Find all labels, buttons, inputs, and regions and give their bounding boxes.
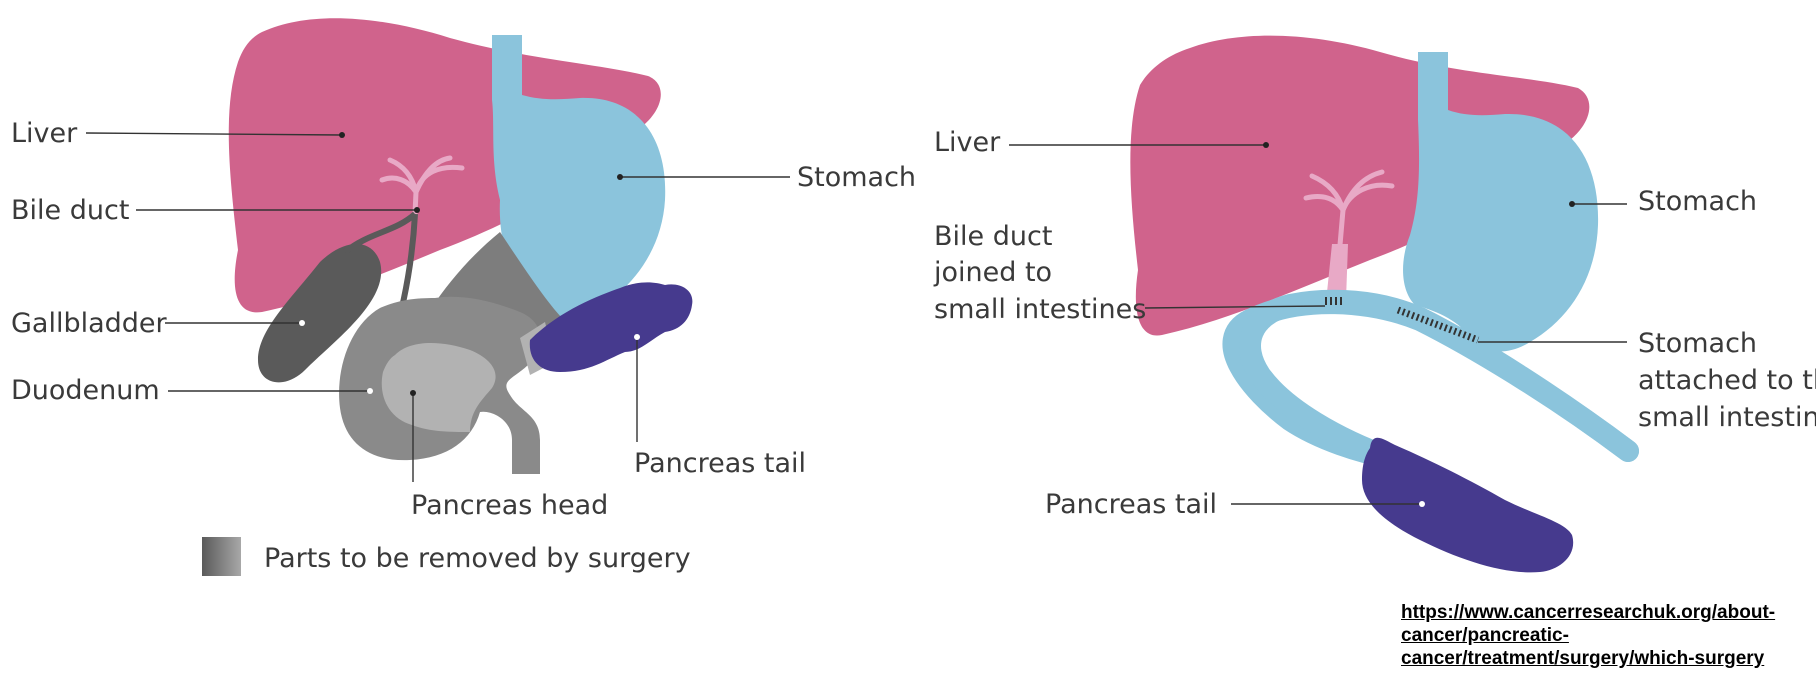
left-pancreas-head-shape [382,343,496,432]
source-link-line3[interactable]: cancer/treatment/surgery/which-surgery [1401,647,1816,670]
left-bile-duct-label: Bile duct [11,195,129,226]
left-stomach-label: Stomach [797,162,916,193]
right-liver-dot [1263,142,1269,148]
right-bile-duct-label-line1: Bile duct [934,221,1052,252]
right-stomach-attached-label-line3: small intestines [1638,402,1816,433]
left-pancreas-tail-dot [634,334,640,340]
left-stomach-dot [617,174,623,180]
right-stomach-label: Stomach [1638,186,1757,217]
legend-text: Parts to be removed by surgery [264,543,691,574]
left-gallbladder-label: Gallbladder [11,308,168,339]
left-liver-dot [339,132,345,138]
left-pancreas-head-dot [410,390,416,396]
source-link-line1[interactable]: https://www.cancerresearchuk.org/about- [1401,601,1816,624]
left-duodenum-label: Duodenum [11,375,160,406]
after-surgery-panel: Liver Bile duct joined to small intestin… [933,36,1816,573]
right-stomach-dot [1569,201,1575,207]
left-gallbladder-dot [299,320,305,326]
source-link[interactable]: https://www.cancerresearchuk.org/about- … [1401,601,1816,670]
right-pancreas-tail-shape [1362,438,1573,573]
left-duodenum-dot [367,388,373,394]
right-bile-duct-label-line2: joined to [933,257,1052,288]
left-pancreas-tail-label: Pancreas tail [634,448,806,479]
right-bile-duct-label-line3: small intestines [934,294,1146,325]
right-stomach-attached-label-line1: Stomach [1638,328,1757,359]
legend-swatch [202,537,241,576]
right-liver-label: Liver [934,127,1001,158]
left-pancreas-head-label: Pancreas head [411,490,608,521]
right-pancreas-tail-dot [1419,501,1425,507]
right-stomach-attached-label-line2: attached to the [1638,365,1816,396]
left-liver-label: Liver [11,118,78,149]
right-pancreas-tail-label: Pancreas tail [1045,489,1217,520]
source-link-line2[interactable]: cancer/pancreatic- [1401,624,1816,647]
left-bile-duct-dot [414,207,420,213]
before-surgery-panel: Liver Bile duct Gallbladder Duodenum Sto… [11,18,916,576]
